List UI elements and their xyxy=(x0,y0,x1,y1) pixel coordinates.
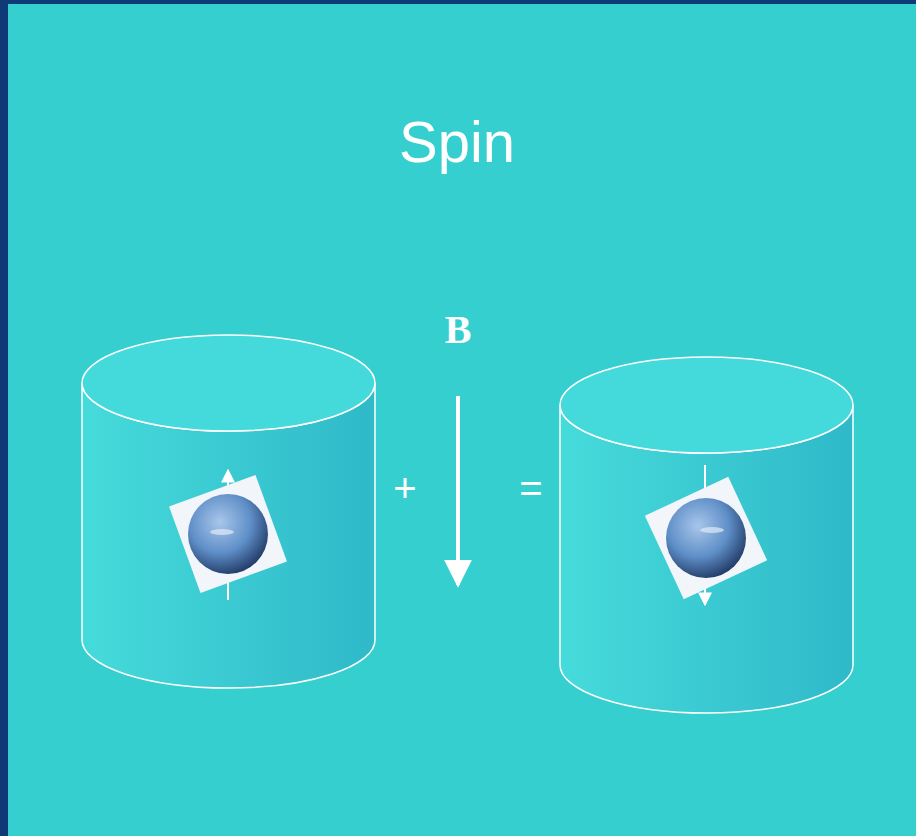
slide-title: Spin xyxy=(399,113,515,171)
operator-symbol: = xyxy=(519,468,542,508)
cylinder xyxy=(82,335,375,688)
spin-down-particle xyxy=(645,465,767,605)
panel xyxy=(8,4,916,836)
field-label: B xyxy=(445,310,472,350)
field-arrow xyxy=(456,396,460,585)
spin-up-particle xyxy=(169,470,287,600)
cylinder xyxy=(560,357,853,713)
operator-symbol: + xyxy=(393,468,416,508)
